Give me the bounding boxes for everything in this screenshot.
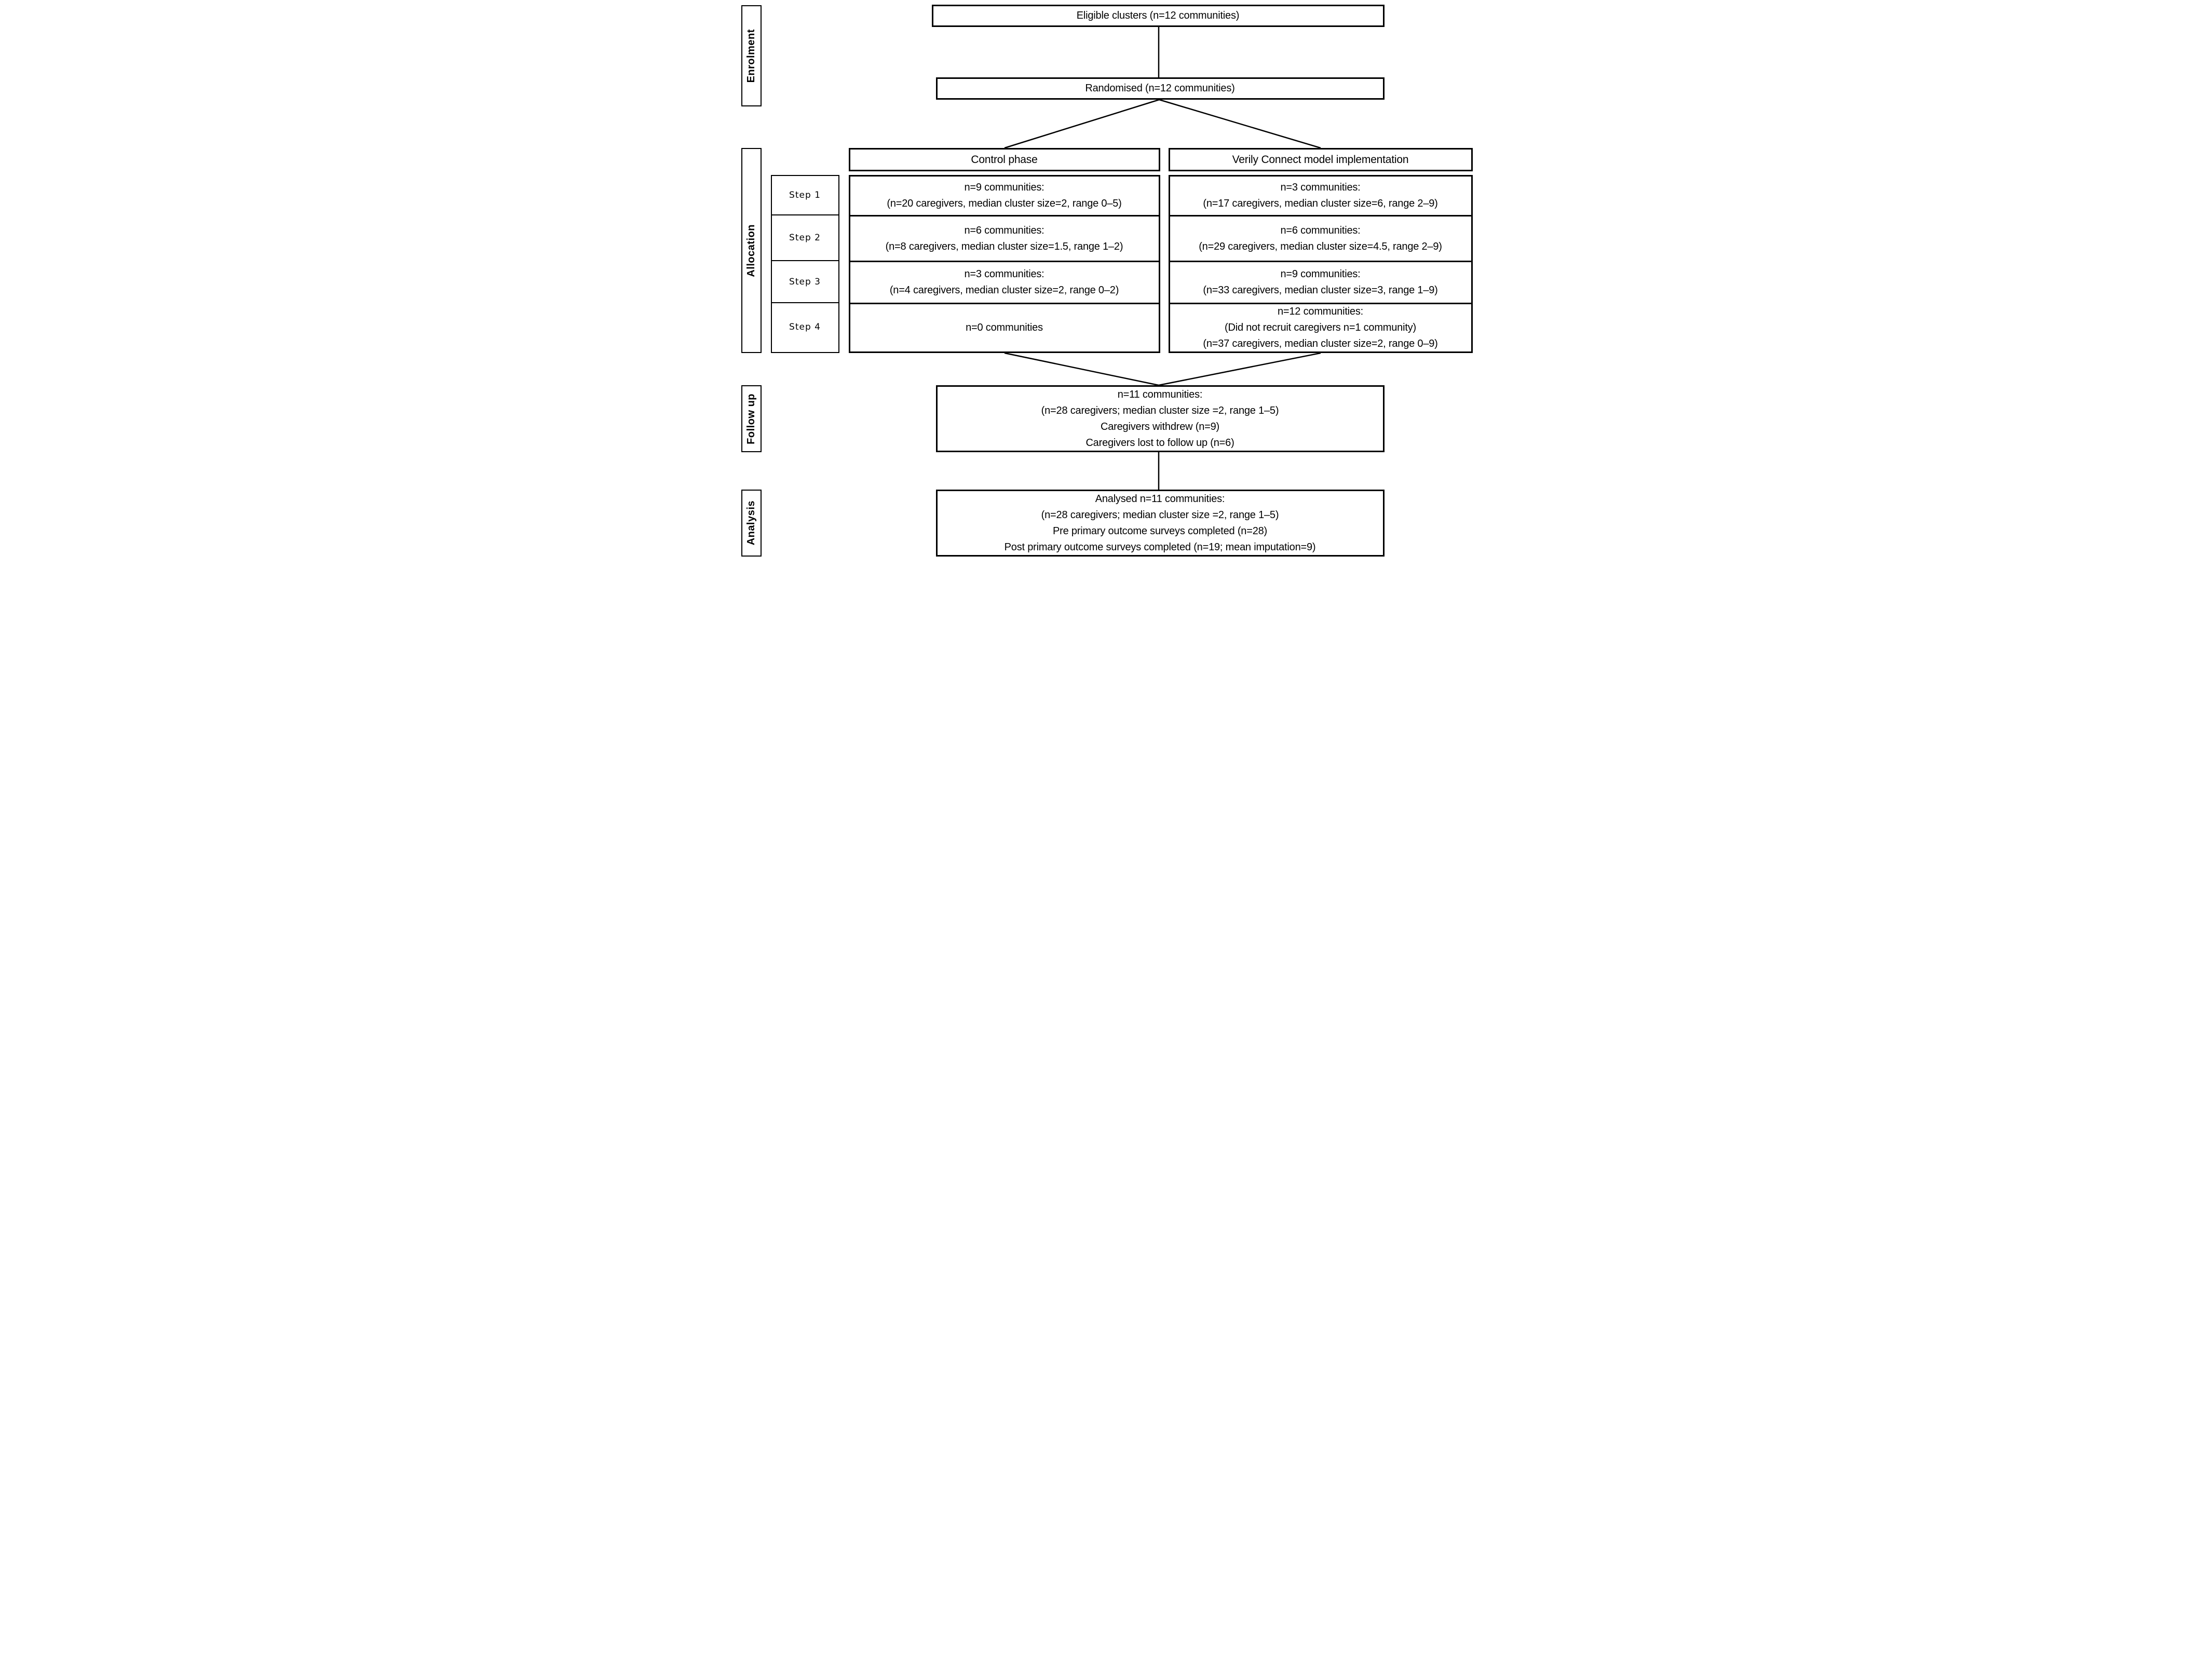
followup-line3: Caregivers withdrew (n=9) <box>1101 421 1219 432</box>
control-step4-box: n=0 communities <box>850 303 1159 351</box>
stage-label-analysis: Analysis <box>745 500 757 546</box>
stage-label-followup: Follow up <box>745 393 757 444</box>
analysis-line1: Analysed n=11 communities: <box>1095 493 1225 505</box>
intervention-step4-line1: n=12 communities: <box>1277 306 1364 317</box>
intervention-step4-box: n=12 communities: (Did not recruit careg… <box>1170 303 1471 351</box>
step-1-row: Step 1 <box>772 176 838 214</box>
eligible-clusters-text: Eligible clusters (n=12 communities) <box>1076 10 1240 21</box>
randomised-text: Randomised (n=12 communities) <box>1085 83 1235 94</box>
step-3-row: Step 3 <box>771 260 838 302</box>
connector-control-to-followup <box>1004 352 1159 386</box>
control-step3-box: n=3 communities: (n=4 caregivers, median… <box>850 261 1159 303</box>
intervention-step3-line2: (n=33 caregivers, median cluster size=3,… <box>1203 285 1438 296</box>
stage-label-followup-box: Follow up <box>741 385 762 452</box>
steps-column: Step 1 Step 2 Step 3 Step 4 <box>770 175 839 353</box>
control-step1-line1: n=9 communities: <box>964 182 1044 193</box>
intervention-column: n=3 communities: (n=17 caregivers, media… <box>1168 175 1473 353</box>
control-step2-line2: (n=8 caregivers, median cluster size=1.5… <box>885 240 1123 252</box>
followup-line1: n=11 communities: <box>1117 388 1203 400</box>
control-step2-line1: n=6 communities: <box>964 224 1044 236</box>
control-step3-line1: n=3 communities: <box>964 268 1044 280</box>
analysis-line4: Post primary outcome surveys completed (… <box>1004 541 1316 553</box>
stage-label-analysis-box: Analysis <box>741 490 762 557</box>
intervention-step2-line2: (n=29 caregivers, median cluster size=4.… <box>1199 240 1442 252</box>
randomised-box: Randomised (n=12 communities) <box>935 77 1385 100</box>
step-2-label: Step 2 <box>789 233 821 243</box>
intervention-step3-box: n=9 communities: (n=33 caregivers, media… <box>1170 261 1471 303</box>
step-4-row: Step 4 <box>771 302 838 351</box>
control-step3-line2: (n=4 caregivers, median cluster size=2, … <box>889 285 1119 296</box>
control-phase-column: n=9 communities: (n=20 caregivers, media… <box>848 175 1160 353</box>
connector-randomised-to-control <box>1004 99 1159 149</box>
followup-line4: Caregivers lost to follow up (n=6) <box>1085 437 1234 449</box>
connector-randomised-to-intervention <box>1159 99 1321 149</box>
intervention-header: Verily Connect model implementation <box>1232 153 1409 166</box>
control-step1-line2: (n=20 caregivers, median cluster size=2,… <box>887 198 1122 209</box>
intervention-step1-line2: (n=17 caregivers, median cluster size=6,… <box>1203 198 1438 209</box>
intervention-header-box: Verily Connect model implementation <box>1168 148 1473 171</box>
intervention-step2-line1: n=6 communities: <box>1280 224 1361 236</box>
stage-label-allocation-box: Allocation <box>741 148 762 353</box>
step-4-label: Step 4 <box>789 322 821 332</box>
step-3-label: Step 3 <box>789 276 821 287</box>
consort-flow-diagram: Enrolment Allocation Follow up Analysis … <box>737 0 1475 560</box>
intervention-step2-box: n=6 communities: (n=29 caregivers, media… <box>1170 215 1471 261</box>
intervention-step4-line3: (n=37 caregivers, median cluster size=2,… <box>1203 338 1438 349</box>
control-phase-header-box: Control phase <box>848 148 1160 171</box>
step-2-row: Step 2 <box>771 214 838 260</box>
stage-label-enrolment-box: Enrolment <box>741 5 762 106</box>
control-phase-header: Control phase <box>971 153 1038 166</box>
eligible-clusters-box: Eligible clusters (n=12 communities) <box>931 5 1385 27</box>
control-step2-box: n=6 communities: (n=8 caregivers, median… <box>850 215 1159 261</box>
followup-line2: (n=28 caregivers; median cluster size =2… <box>1041 404 1279 416</box>
intervention-step1-line1: n=3 communities: <box>1280 182 1361 193</box>
control-step1-box: n=9 communities: (n=20 caregivers, media… <box>850 177 1159 215</box>
stage-label-allocation: Allocation <box>745 224 757 277</box>
intervention-step1-box: n=3 communities: (n=17 caregivers, media… <box>1170 177 1471 215</box>
followup-box: n=11 communities: (n=28 caregivers; medi… <box>935 385 1385 452</box>
stage-label-enrolment: Enrolment <box>745 29 757 83</box>
step-1-label: Step 1 <box>789 190 821 200</box>
analysis-line2: (n=28 caregivers; median cluster size =2… <box>1041 509 1279 521</box>
analysis-box: Analysed n=11 communities: (n=28 caregiv… <box>935 490 1385 557</box>
control-step4-line1: n=0 communities <box>966 322 1043 333</box>
intervention-step4-line2: (Did not recruit caregivers n=1 communit… <box>1225 322 1416 333</box>
connector-intervention-to-followup <box>1158 352 1321 386</box>
intervention-step3-line1: n=9 communities: <box>1280 268 1361 280</box>
analysis-line3: Pre primary outcome surveys completed (n… <box>1052 525 1268 537</box>
